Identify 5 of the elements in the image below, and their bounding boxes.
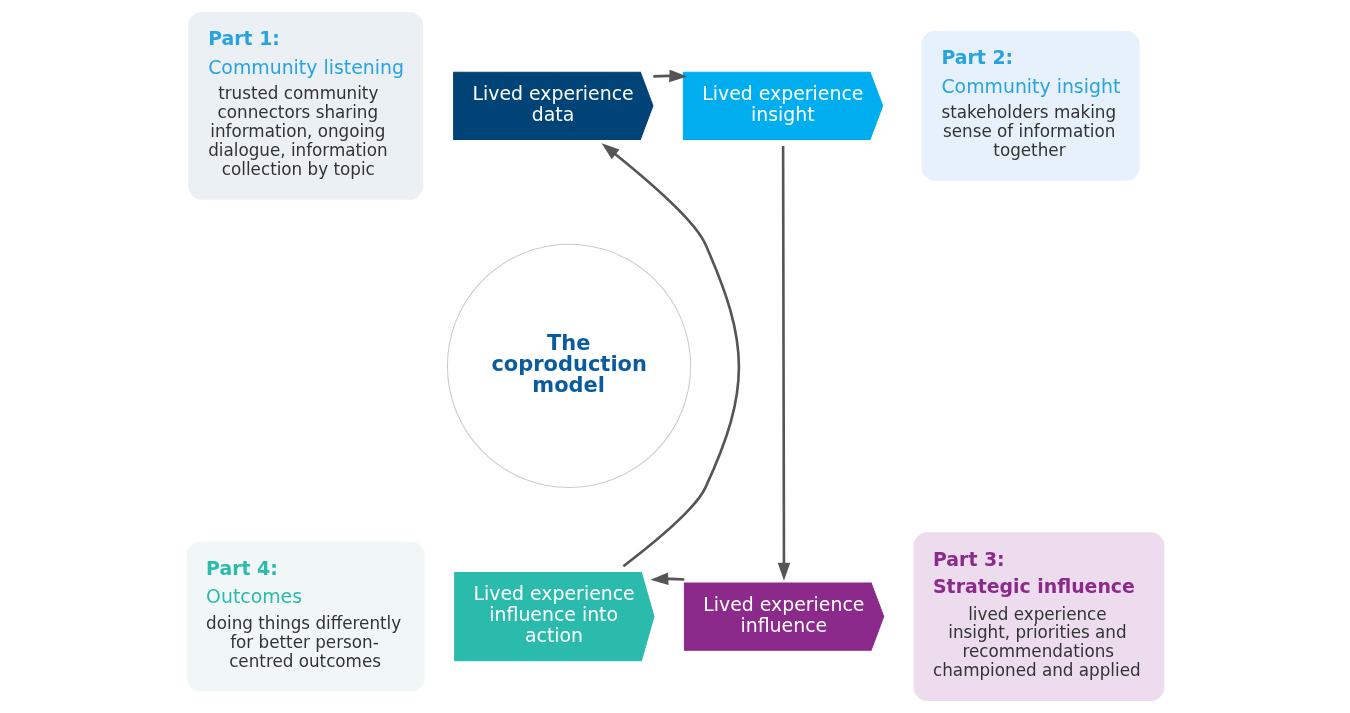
arrow bbox=[601, 143, 740, 568]
node-circle: The coproduction model bbox=[446, 243, 691, 489]
node-box: Part 2: Community insight stakeholders making sense of information together bbox=[921, 30, 1140, 181]
arrow bbox=[777, 145, 790, 581]
node-box: Part 3: Strategic influence lived experience insight, priorities and recommendations championed and applied bbox=[913, 532, 1164, 702]
